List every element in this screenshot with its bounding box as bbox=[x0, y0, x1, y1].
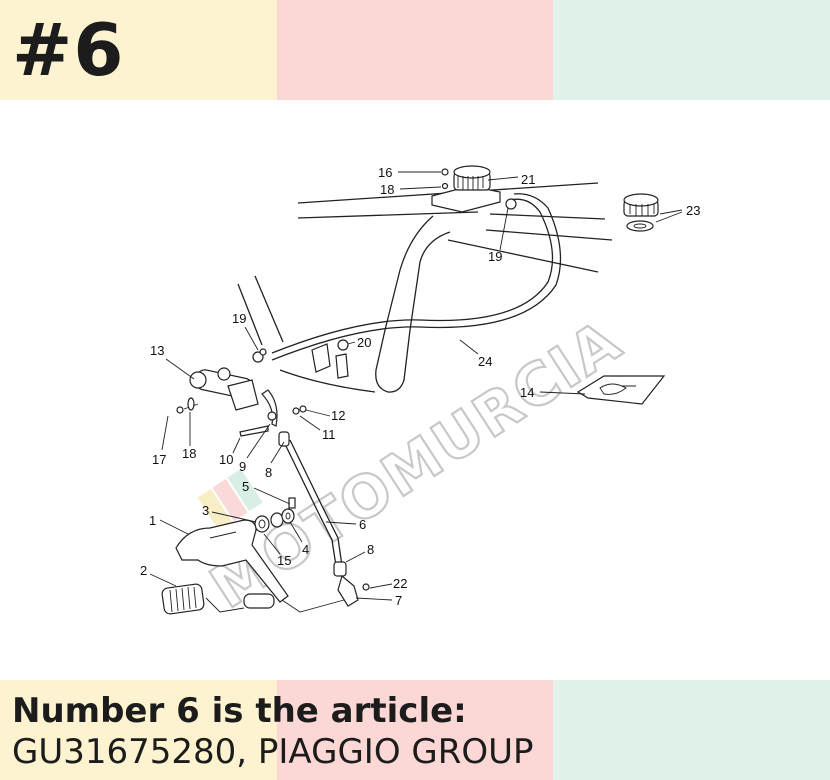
callout-18-bottom: 18 bbox=[182, 446, 196, 461]
callout-labels: 16 18 21 23 19 19 20 24 13 14 17 18 10 9… bbox=[140, 165, 700, 608]
callout-8-upper: 8 bbox=[265, 465, 272, 480]
brake-cable bbox=[271, 193, 562, 361]
callout-8-lower: 8 bbox=[367, 542, 374, 557]
leader-lines bbox=[149, 171, 683, 601]
header-band-pink bbox=[276, 0, 554, 100]
callout-21: 21 bbox=[521, 172, 535, 187]
callout-6: 6 bbox=[359, 517, 366, 532]
callout-13: 13 bbox=[150, 343, 164, 358]
reservoir-cap bbox=[623, 193, 659, 232]
brake-pedal bbox=[161, 519, 345, 615]
callout-19-left: 19 bbox=[232, 311, 246, 326]
callout-12: 12 bbox=[331, 408, 345, 423]
callout-7: 7 bbox=[395, 593, 402, 608]
callout-11: 11 bbox=[322, 427, 336, 442]
callout-24: 24 bbox=[478, 354, 492, 369]
callout-9: 9 bbox=[239, 459, 246, 474]
callout-5: 5 bbox=[242, 479, 249, 494]
master-cylinder bbox=[176, 367, 259, 414]
caption-band-yellow bbox=[0, 680, 277, 780]
header-band-mint bbox=[553, 0, 830, 100]
caption-title: Number 6 is the article: bbox=[12, 691, 467, 731]
callout-14: 14 bbox=[520, 385, 534, 400]
callout-3: 3 bbox=[202, 503, 209, 518]
callout-10: 10 bbox=[219, 452, 233, 467]
part-number-heading: #6 bbox=[12, 8, 125, 92]
callout-2: 2 bbox=[140, 563, 147, 578]
callout-20: 20 bbox=[357, 335, 371, 350]
caption-band-pink bbox=[276, 680, 554, 780]
header-band bbox=[0, 0, 830, 100]
small-fittings bbox=[239, 198, 517, 437]
pivot-washers bbox=[254, 497, 296, 533]
callout-17: 17 bbox=[152, 452, 166, 467]
caption-band-mint bbox=[553, 680, 830, 780]
callout-4: 4 bbox=[302, 542, 309, 557]
caption-article: GU31675280, PIAGGIO GROUP bbox=[12, 732, 534, 772]
callout-23: 23 bbox=[686, 203, 700, 218]
callout-1: 1 bbox=[149, 513, 156, 528]
bracket-14 bbox=[576, 375, 666, 405]
callout-19-right: 19 bbox=[488, 249, 502, 264]
callout-15: 15 bbox=[277, 553, 291, 568]
callout-16: 16 bbox=[378, 165, 392, 180]
exploded-parts-diagram: MOTOMURCIA bbox=[140, 165, 700, 623]
callout-18-top: 18 bbox=[380, 182, 394, 197]
header-band-yellow bbox=[0, 0, 277, 100]
pushrod bbox=[278, 431, 370, 607]
caption-band bbox=[0, 680, 830, 780]
fluid-reservoir bbox=[431, 165, 501, 213]
callout-22: 22 bbox=[393, 576, 407, 591]
